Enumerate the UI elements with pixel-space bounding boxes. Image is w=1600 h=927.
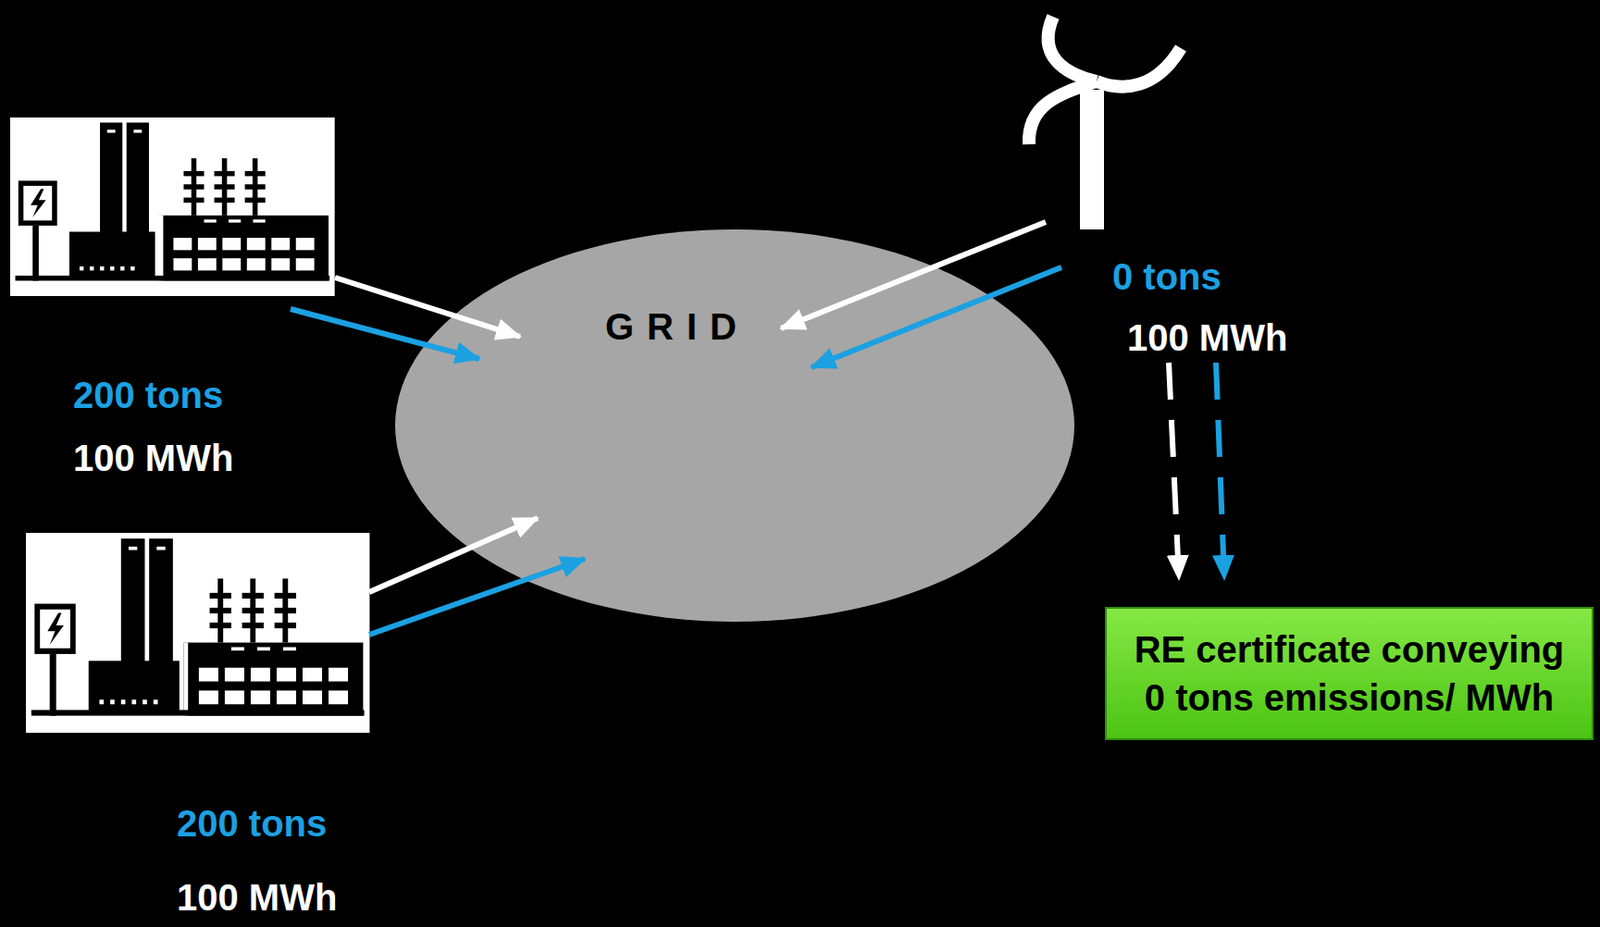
ellipse-outline: [395, 229, 1075, 622]
power-plant-icon: [25, 533, 370, 733]
power-plant-node: 200 tons100 MWh: [10, 117, 335, 297]
power-plant-node: 200 tons100 MWh: [25, 533, 370, 733]
wind-turbine-node: 0 tons100 MWh: [1017, 7, 1190, 232]
energy-label: 100 MWh: [73, 437, 234, 479]
dashed-arrow: [1215, 362, 1225, 580]
energy-label: 100 MWh: [1127, 317, 1288, 359]
energy-label: 100 MWh: [176, 877, 337, 918]
emission-label: 200 tons: [73, 374, 224, 416]
power-plant-icon: [10, 117, 335, 297]
dashed-arrow: [1168, 362, 1179, 580]
certificate-box: RE certificate conveying 0 tons emission…: [1104, 607, 1594, 741]
emission-label: 0 tons: [1112, 256, 1222, 298]
certificate-text: RE certificate conveying 0 tons emission…: [1127, 625, 1572, 722]
emission-label: 200 tons: [176, 803, 327, 844]
wind-turbine: [1029, 16, 1181, 230]
grid-ellipse: GRID: [395, 229, 1075, 622]
node-title: GRID: [605, 306, 750, 348]
